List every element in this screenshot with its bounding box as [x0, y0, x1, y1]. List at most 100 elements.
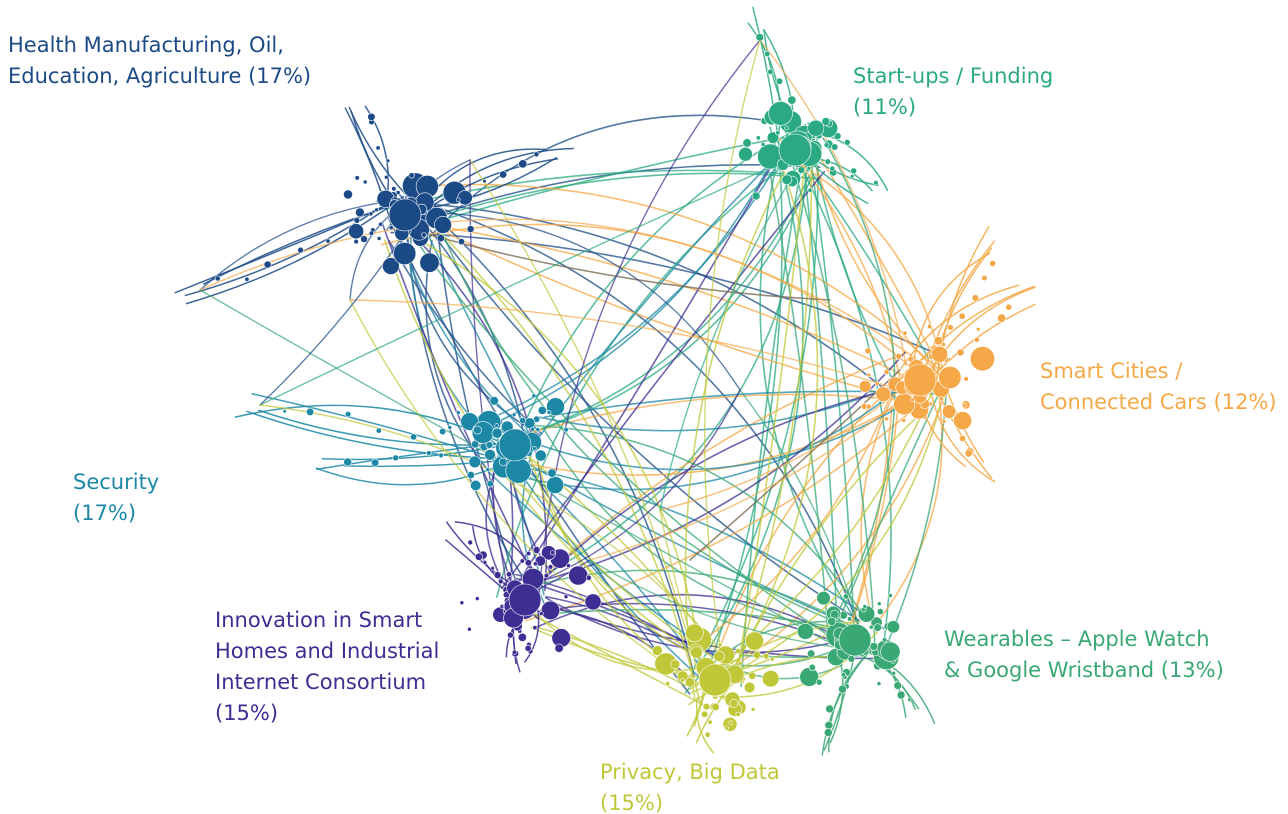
network-node	[858, 380, 872, 393]
network-node	[471, 440, 480, 449]
network-node	[546, 410, 552, 415]
network-edge	[399, 137, 779, 234]
network-node	[781, 174, 793, 185]
network-edge	[688, 387, 894, 652]
network-node	[876, 601, 882, 607]
network-edge	[376, 200, 901, 403]
cluster-label-security: Security (17%)	[73, 467, 159, 529]
network-node	[807, 119, 825, 137]
network-node	[493, 571, 502, 579]
network-node	[585, 574, 592, 581]
network-edge	[900, 284, 1020, 369]
network-node	[956, 348, 965, 357]
network-node	[353, 217, 361, 224]
network-node	[383, 174, 389, 180]
network-node	[354, 175, 360, 181]
network-node	[748, 671, 757, 680]
network-node	[447, 425, 453, 430]
network-node	[742, 138, 752, 148]
network-node	[482, 179, 487, 184]
network-node	[524, 644, 532, 652]
network-node	[778, 133, 812, 167]
network-node	[344, 411, 352, 418]
network-node	[821, 117, 831, 126]
cluster-label-line: & Google Wristband (13%)	[944, 658, 1224, 682]
network-node	[690, 646, 703, 659]
network-node	[989, 260, 997, 267]
network-node	[484, 448, 496, 461]
network-node	[938, 365, 962, 389]
network-edge	[737, 142, 808, 666]
network-node	[530, 426, 536, 432]
network-edge	[759, 39, 907, 367]
network-node	[490, 565, 495, 571]
network-node	[698, 663, 732, 697]
network-node	[519, 558, 525, 564]
network-node	[797, 623, 814, 640]
network-node	[962, 402, 967, 408]
network-node	[491, 427, 503, 439]
network-node	[888, 593, 893, 598]
network-edge	[501, 170, 826, 589]
network-node	[728, 720, 734, 726]
network-node	[876, 681, 882, 686]
network-edge	[496, 166, 783, 598]
network-edge	[931, 395, 996, 483]
network-node	[964, 449, 973, 458]
network-edge	[426, 222, 893, 397]
network-edge	[349, 299, 698, 687]
network-node	[755, 135, 761, 141]
network-node	[665, 681, 671, 687]
network-node	[652, 645, 663, 656]
network-edge	[384, 239, 743, 685]
network-node	[378, 221, 383, 227]
network-node	[881, 637, 888, 643]
network-node	[482, 560, 488, 565]
network-node	[457, 238, 465, 246]
network-node	[470, 479, 482, 492]
network-edge	[704, 39, 761, 675]
network-node	[886, 620, 900, 634]
network-node	[375, 427, 382, 434]
network-node	[388, 225, 394, 231]
network-node	[902, 330, 908, 336]
network-node	[263, 260, 272, 269]
network-node	[975, 327, 981, 332]
network-edge	[429, 221, 702, 705]
network-node	[838, 684, 847, 694]
network-node	[541, 545, 557, 561]
network-edge	[406, 232, 704, 676]
network-node	[842, 593, 849, 600]
network-node	[707, 719, 713, 725]
network-node	[865, 403, 872, 410]
network-node	[306, 407, 315, 417]
network-node	[494, 423, 500, 428]
cluster-label-line: Connected Cars (12%)	[1040, 390, 1277, 414]
network-node	[439, 427, 447, 436]
network-node	[467, 539, 474, 546]
network-node	[355, 207, 365, 218]
cluster-label-line: Start-ups / Funding	[853, 64, 1054, 88]
network-node	[717, 642, 723, 648]
network-node	[540, 600, 561, 621]
network-node	[391, 186, 397, 192]
cluster-label-line: Health Manufacturing, Oil,	[8, 33, 284, 57]
network-node	[971, 294, 980, 302]
network-node	[941, 418, 947, 424]
network-node	[474, 596, 480, 601]
network-node	[568, 565, 589, 586]
network-node	[895, 352, 903, 360]
network-node	[438, 452, 444, 459]
network-node	[823, 728, 833, 737]
network-node	[893, 393, 916, 416]
cluster-label-line: Wearables – Apple Watch	[944, 627, 1210, 651]
network-edge	[349, 299, 915, 395]
network-edge	[469, 159, 508, 586]
network-edge	[404, 172, 820, 229]
network-node	[382, 257, 400, 275]
network-node	[806, 165, 812, 171]
network-node	[498, 457, 508, 467]
network-node	[474, 552, 483, 561]
network-node	[421, 232, 427, 238]
network-edge	[381, 221, 540, 587]
